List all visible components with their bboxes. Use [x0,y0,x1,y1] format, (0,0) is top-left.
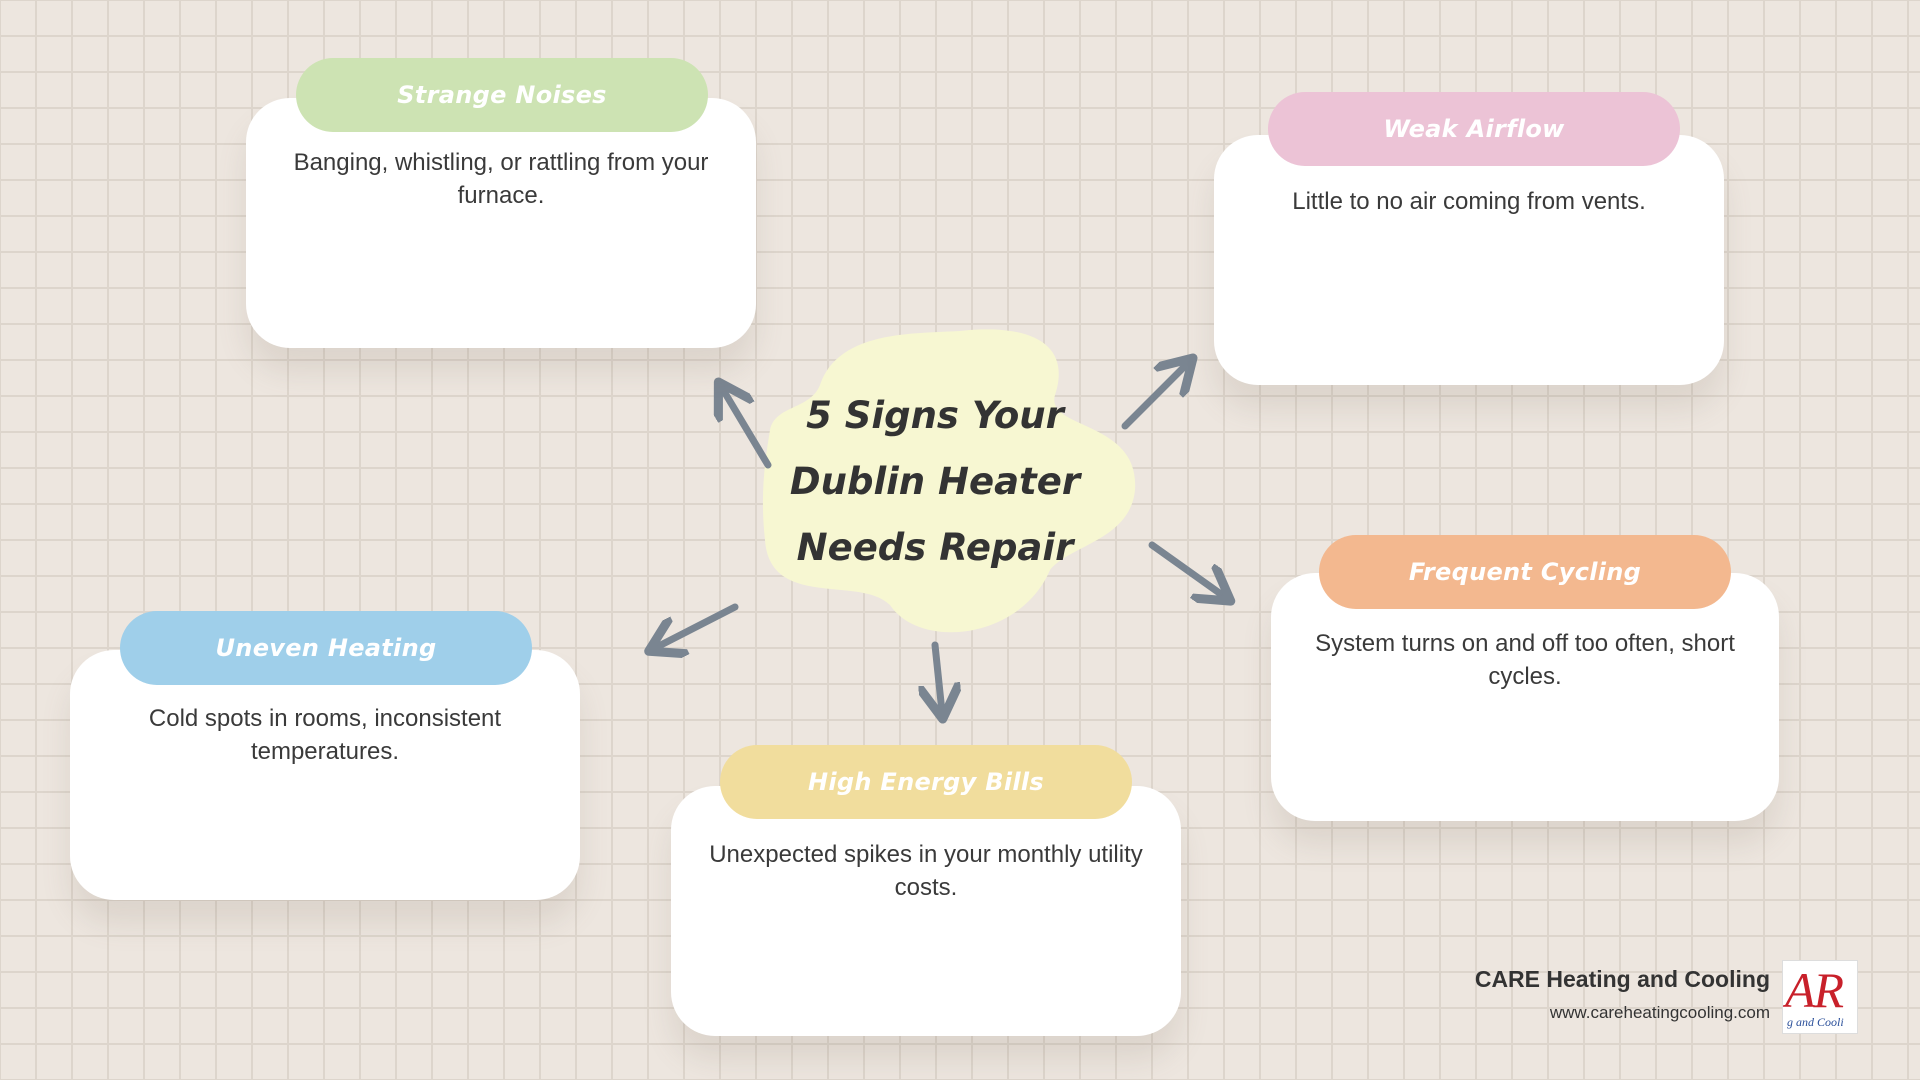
sign-heading-frequent-cycling: Frequent Cycling [1319,535,1731,609]
sign-description: Unexpected spikes in your monthly utilit… [709,841,1143,901]
sign-card-strange-noises: Banging, whistling, or rattling from you… [246,98,756,348]
title-line-1: 5 Signs Your [806,394,1064,437]
brand-name: CARE Heating and Cooling [1474,966,1770,992]
title-line-3: Needs Repair [796,526,1074,569]
brand-logo: AR g and Cooli [1782,960,1858,1034]
sign-description: Little to no air coming from vents. [1292,188,1646,215]
sign-heading-weak-airflow: Weak Airflow [1268,92,1680,166]
sign-card-uneven-heating: Cold spots in rooms, inconsistent temper… [70,650,580,900]
center-blob-shape [762,329,1136,633]
arrow-to-strange-noises [722,388,772,469]
sign-description: Banging, whistling, or rattling from you… [293,149,709,209]
title-line-2: Dublin Heater [789,460,1081,503]
brand-block: CARE Heating and Cooling www.careheating… [1475,966,1770,1023]
sign-card-high-energy-bills: Unexpected spikes in your monthly utilit… [671,786,1181,1036]
logo-tagline: g and Cooli [1787,1015,1844,1029]
center-blob-path [762,329,1136,633]
logo-letters: AR [1785,962,1844,1018]
sign-description: Cold spots in rooms, inconsistent temper… [148,705,502,765]
sign-description: System turns on and off too often, short… [1315,630,1735,690]
sign-heading-high-energy-bills: High Energy Bills [720,745,1132,819]
arrow-to-weak-airflow [1121,363,1188,430]
sign-card-frequent-cycling: System turns on and off too often, short… [1271,573,1779,821]
brand-url: www.careheatingcooling.com [1549,1003,1770,1022]
arrow-to-high-energy-bills [935,641,942,712]
arrow-to-uneven-heating [655,603,739,648]
sign-card-weak-airflow: Little to no air coming from vents. [1214,135,1724,385]
sign-heading-strange-noises: Strange Noises [296,58,708,132]
arrow-to-frequent-cycling [1148,541,1225,597]
sign-heading-uneven-heating: Uneven Heating [120,611,532,685]
diagram-title: 5 Signs Your Dublin Heater Needs Repair [770,383,1100,581]
